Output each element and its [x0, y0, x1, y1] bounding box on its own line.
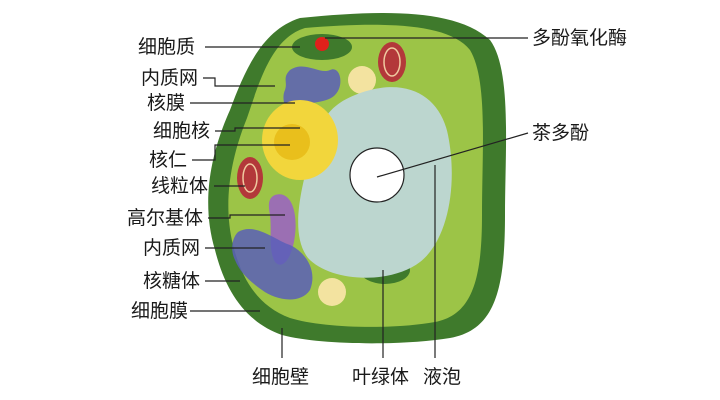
polyphenol-oxidase-dot: [315, 37, 329, 51]
label-nuclear-membrane: 核膜: [146, 92, 185, 114]
nucleolus-shape: [274, 124, 310, 160]
mitochondrion-left: [237, 157, 263, 199]
label-tea-polyphenols: 茶多酚: [532, 122, 590, 144]
label-er-bottom: 内质网: [142, 237, 200, 259]
label-cell-wall: 细胞壁: [252, 366, 310, 388]
label-er-top: 内质网: [140, 67, 198, 89]
label-chloroplast: 叶绿体: [352, 366, 410, 388]
mitochondrion-top-inner: [383, 47, 401, 77]
label-mitochondria: 线粒体: [150, 175, 208, 197]
label-vacuole: 液泡: [423, 366, 462, 388]
label-cell-membrane: 细胞膜: [130, 300, 188, 322]
label-polyphenol-oxidase: 多酚氧化酶: [532, 27, 628, 49]
mitochondrion-top: [378, 42, 406, 82]
label-ribosome: 核糖体: [142, 270, 200, 292]
vesicle-bottom: [318, 278, 346, 306]
label-golgi: 高尔基体: [126, 207, 203, 229]
er-bottom-shape: [232, 229, 313, 300]
label-nucleolus: 核仁: [148, 149, 187, 171]
tea-polyphenol-circle: [349, 147, 405, 203]
label-cytoplasm: 细胞质: [137, 36, 195, 58]
label-nucleus: 细胞核: [152, 120, 210, 142]
mitochondrion-left-inner: [242, 163, 258, 193]
leader-lines: [190, 37, 529, 358]
vesicle-top: [348, 66, 376, 94]
